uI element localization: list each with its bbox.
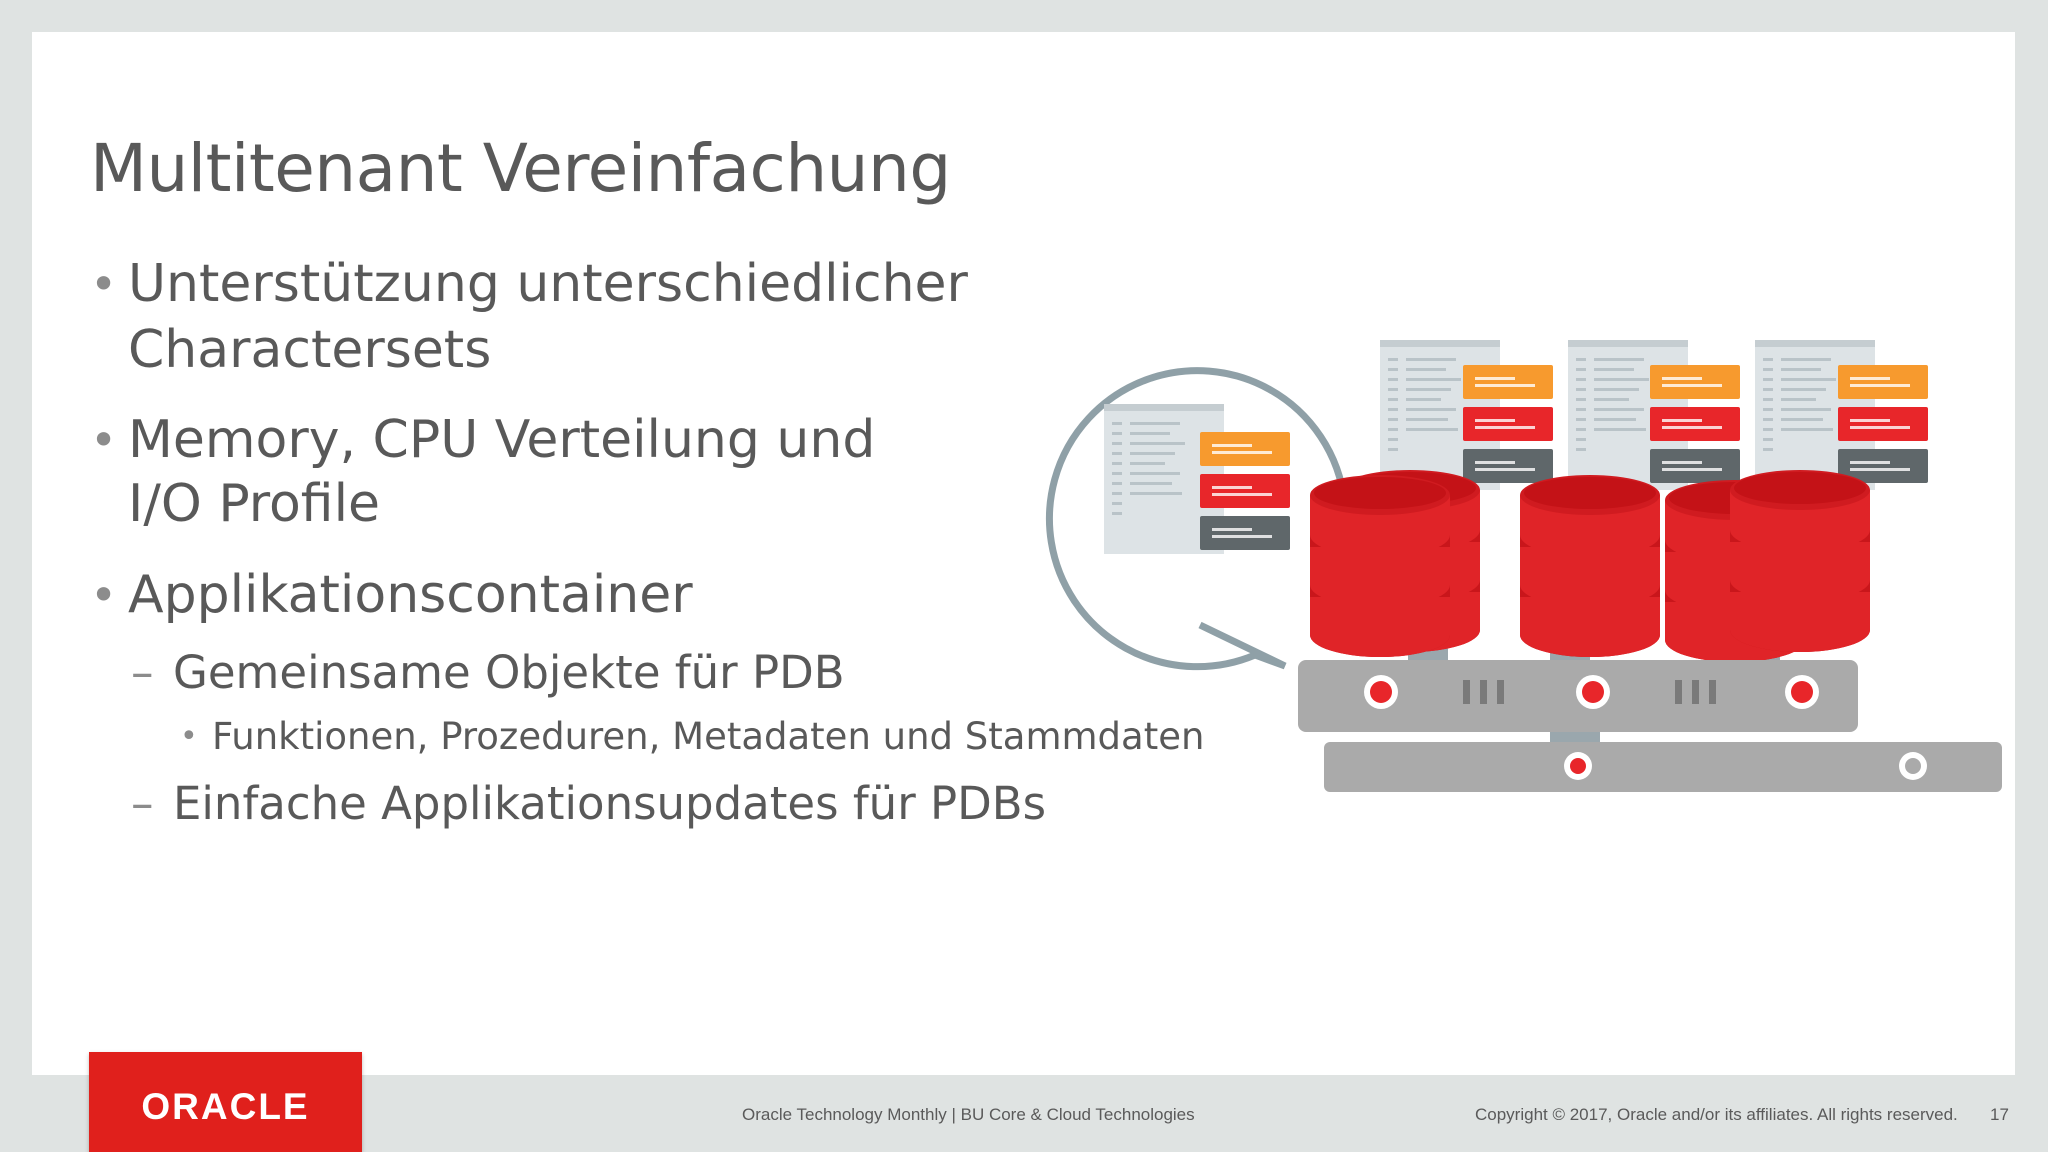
bullet-item-continued: Charactersets: [128, 320, 492, 380]
sub-sub-bullet-item: • Funktionen, Prozeduren, Metadaten und …: [180, 715, 1205, 758]
bullet-item: • Memory, CPU Verteilung und: [90, 410, 876, 470]
bullet-item: • Unterstützung unterschiedlicher: [90, 254, 968, 314]
slide-title: Multitenant Vereinfachung: [90, 130, 951, 207]
oracle-logo: ORACLE: [89, 1052, 362, 1152]
sub-bullet-item: – Einfache Applikationsupdates für PDBs: [131, 777, 1047, 830]
bullet-item-continued: I/O Profile: [128, 474, 381, 534]
bullet-item: • Applikationscontainer: [90, 565, 693, 625]
footer-center-text: Oracle Technology Monthly | BU Core & Cl…: [742, 1105, 1195, 1124]
copyright-text: Copyright © 2017, Oracle and/or its affi…: [1475, 1105, 1958, 1124]
multitenant-database-illustration: [1045, 340, 2002, 792]
sub-bullet-item: – Gemeinsame Objekte für PDB: [131, 646, 845, 699]
page-number: 17: [1990, 1105, 2009, 1124]
